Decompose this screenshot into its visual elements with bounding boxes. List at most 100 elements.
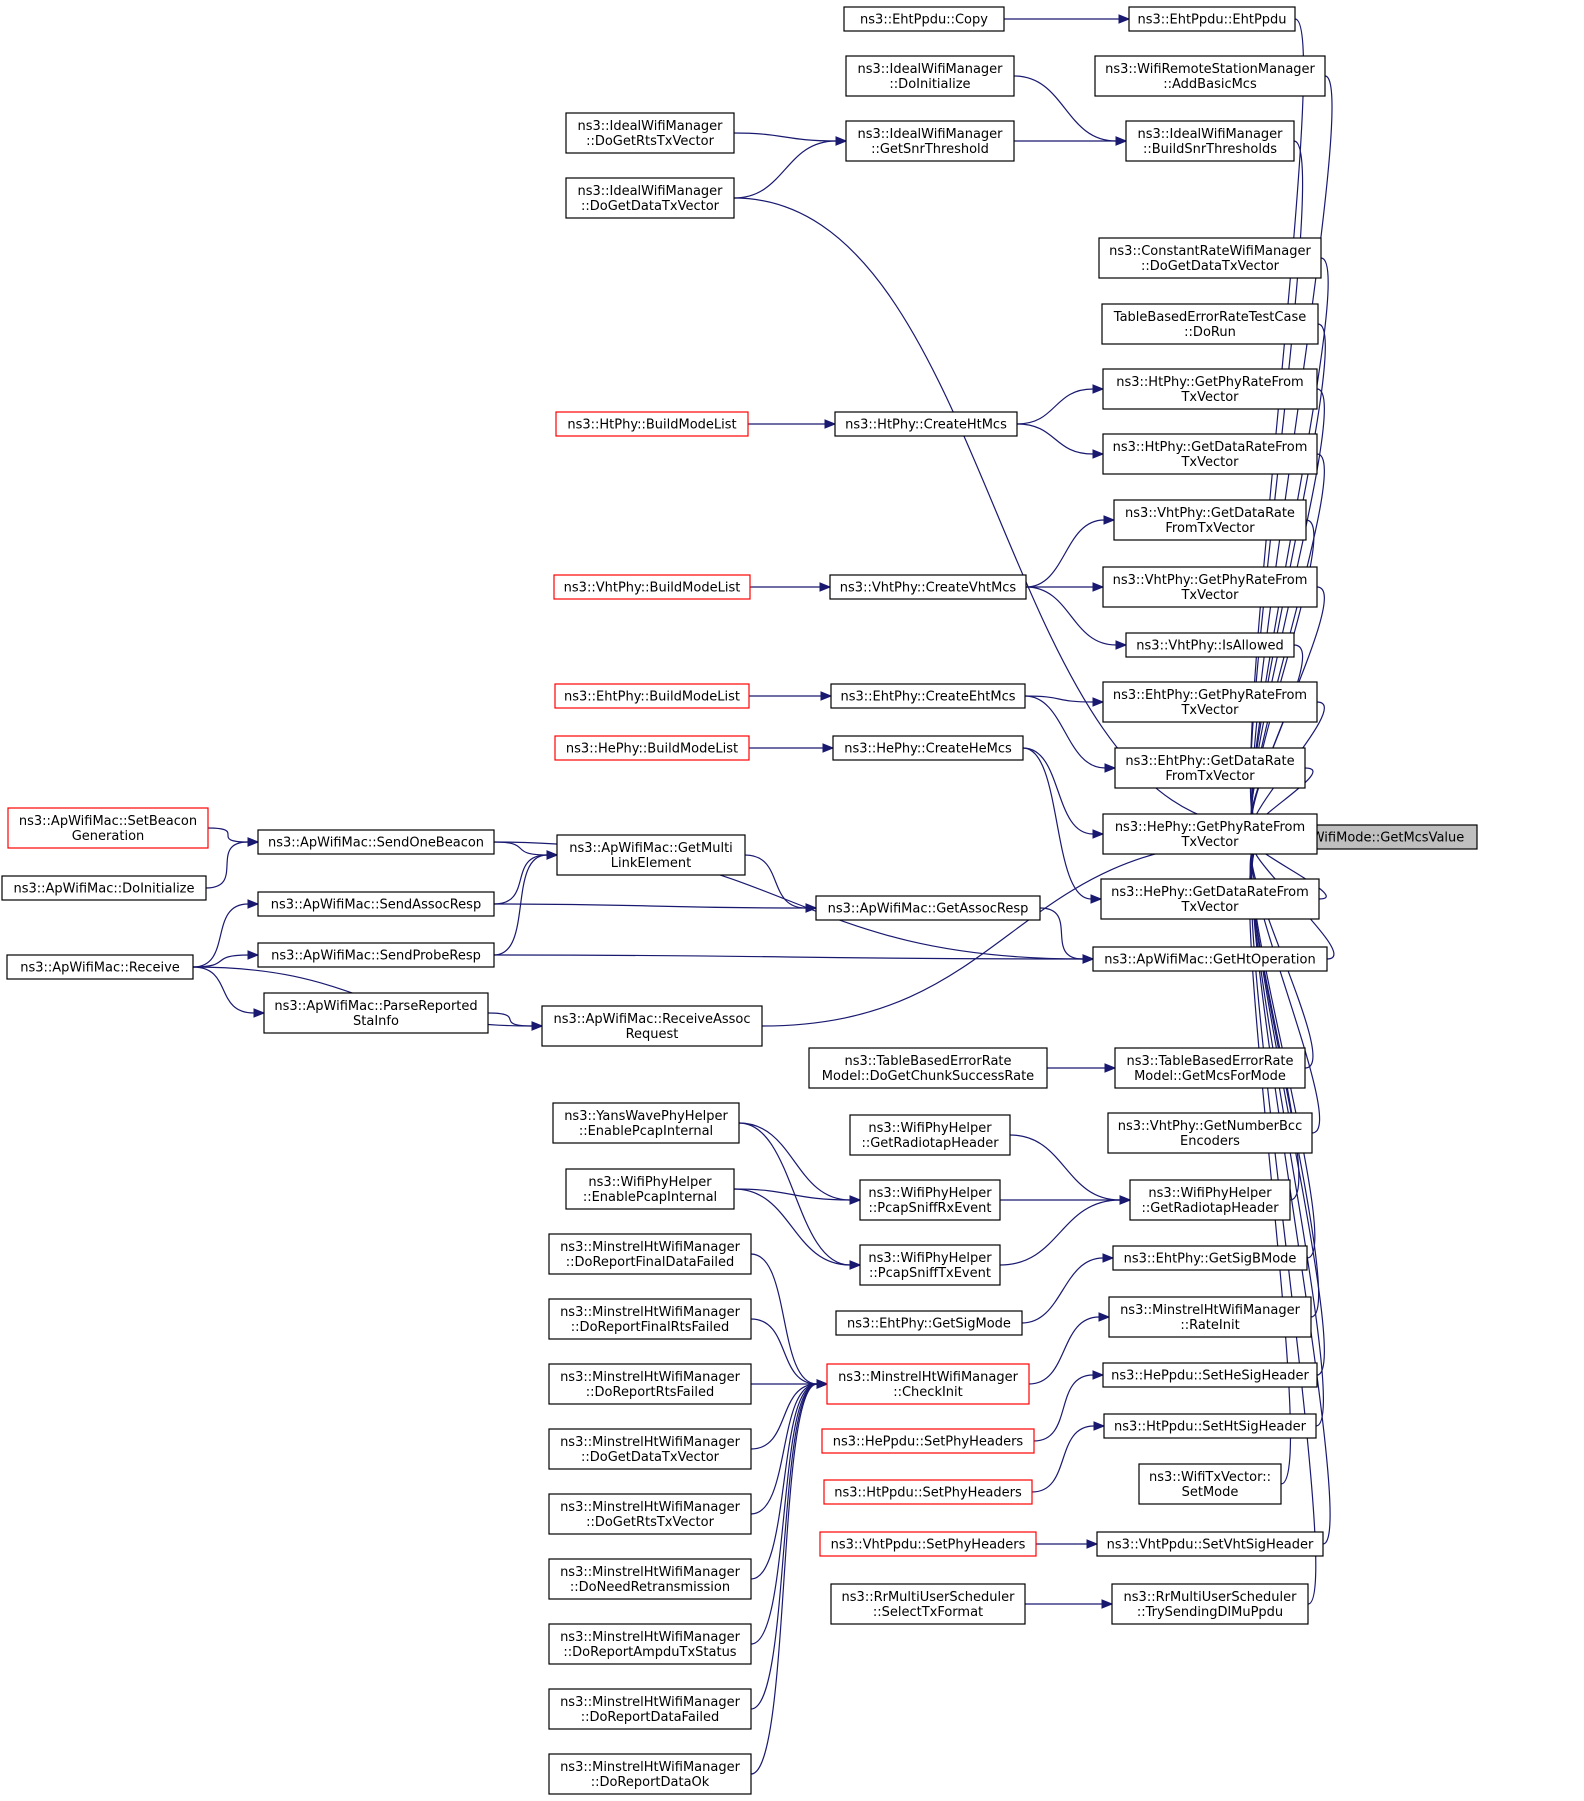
node-label: ns3::MinstrelHtWifiManager (560, 1630, 741, 1645)
node-mampdu[interactable]: ns3::MinstrelHtWifiManager::DoReportAmpd… (548, 1623, 752, 1665)
node-getassoc[interactable]: ns3::ApWifiMac::GetAssocResp (815, 895, 1041, 921)
node-ehtppdu[interactable]: ns3::EhtPpdu::EhtPpdu (1128, 6, 1296, 32)
node-label: ::GetSnrThreshold (871, 142, 989, 157)
node-tbchunk[interactable]: ns3::TableBasedErrorRateModel::DoGetChun… (808, 1047, 1048, 1089)
node-label: ns3::ApWifiMac::GetAssocResp (828, 902, 1029, 917)
node-sendprobe[interactable]: ns3::ApWifiMac::SendProbeResp (257, 942, 495, 968)
node-htbuild[interactable]: ns3::HtPhy::BuildModeList (555, 411, 749, 437)
node-rxevent[interactable]: ns3::WifiPhyHelper::PcapSniffRxEvent (859, 1179, 1001, 1221)
node-hebuild[interactable]: ns3::HePhy::BuildModeList (554, 735, 750, 761)
node-isnr[interactable]: ns3::IdealWifiManager::GetSnrThreshold (845, 120, 1015, 162)
node-yans[interactable]: ns3::YansWavePhyHelper::EnablePcapIntern… (552, 1102, 740, 1144)
node-label: Model::GetMcsForMode (1134, 1069, 1286, 1084)
edge-tbchunk-to-tbmcs (1046, 1063, 1117, 1073)
node-crdata[interactable]: ns3::ConstantRateWifiManager::DoGetDataT… (1098, 237, 1322, 279)
node-label: ns3::HePpdu::SetHeSigHeader (1111, 1369, 1309, 1384)
node-mrts[interactable]: ns3::MinstrelHtWifiManager::DoGetRtsTxVe… (548, 1493, 752, 1535)
node-tberun[interactable]: TableBasedErrorRateTestCase::DoRun (1101, 303, 1319, 345)
node-label: ns3::ApWifiMac::DoInitialize (13, 882, 194, 897)
node-vhtcreate[interactable]: ns3::VhtPhy::CreateVhtMcs (829, 574, 1027, 600)
node-box (553, 574, 751, 600)
node-htphyhdrs[interactable]: ns3::HtPpdu::SetPhyHeaders (823, 1479, 1033, 1505)
node-mdatafailed[interactable]: ns3::MinstrelHtWifiManager::DoReportData… (548, 1688, 752, 1730)
node-addbasic[interactable]: ns3::WifiRemoteStationManager::AddBasicM… (1094, 55, 1326, 97)
node-rrselect[interactable]: ns3::RrMultiUserScheduler::SelectTxForma… (830, 1583, 1026, 1625)
node-box (1138, 1463, 1282, 1505)
edge-irts-to-isnr (733, 132, 848, 146)
node-ehtcopy[interactable]: ns3::EhtPpdu::Copy (843, 6, 1005, 32)
node-wphpcap[interactable]: ns3::WifiPhyHelper::EnablePcapInternal (565, 1168, 735, 1210)
node-ehtsig[interactable]: ns3::EhtPhy::GetSigMode (835, 1310, 1023, 1336)
node-sendassoc[interactable]: ns3::ApWifiMac::SendAssocResp (257, 891, 495, 917)
node-ehtsigb[interactable]: ns3::EhtPhy::GetSigBMode (1112, 1245, 1308, 1271)
node-rrtry[interactable]: ns3::RrMultiUserScheduler::TrySendingDlM… (1111, 1583, 1309, 1625)
node-vhtallowed[interactable]: ns3::VhtPhy::IsAllowed (1125, 632, 1295, 658)
node-vhtbuild[interactable]: ns3::VhtPhy::BuildModeList (553, 574, 751, 600)
node-ehtcreate[interactable]: ns3::EhtPhy::CreateEhtMcs (830, 683, 1026, 709)
node-label: ns3::IdealWifiManager (857, 62, 1003, 77)
node-label: ns3::ApWifiMac::Receive (20, 961, 180, 976)
node-ibuild[interactable]: ns3::IdealWifiManager::BuildSnrThreshold… (1125, 120, 1295, 162)
node-htsighdr[interactable]: ns3::HtPpdu::SetHtSigHeader (1103, 1413, 1317, 1439)
node-mretrans[interactable]: ns3::MinstrelHtWifiManager::DoNeedRetran… (548, 1558, 752, 1600)
node-wphradio2[interactable]: ns3::WifiPhyHelper::GetRadiotapHeader (1129, 1179, 1291, 1221)
node-box (830, 683, 1026, 709)
node-idata[interactable]: ns3::IdealWifiManager::DoGetDataTxVector (565, 177, 735, 219)
edge-vhtphyhdrs-to-vhtsighdr (1036, 1539, 1099, 1549)
node-mfinaldata[interactable]: ns3::MinstrelHtWifiManager::DoReportFina… (548, 1233, 752, 1275)
node-label: ::TrySendingDlMuPpdu (1137, 1605, 1283, 1620)
node-box (1102, 368, 1318, 410)
node-txvecset[interactable]: ns3::WifiTxVector::SetMode (1138, 1463, 1282, 1505)
node-txevent[interactable]: ns3::WifiPhyHelper::PcapSniffTxEvent (859, 1244, 1001, 1286)
edge-apdoinit-to-sendone (205, 837, 260, 889)
edge-receive-to-parse (192, 966, 266, 1018)
node-box (548, 1688, 752, 1730)
node-htop[interactable]: ns3::ApWifiMac::GetHtOperation (1092, 946, 1328, 972)
node-wphradio1[interactable]: ns3::WifiPhyHelper::GetRadiotapHeader (849, 1114, 1011, 1156)
node-box (1114, 1047, 1306, 1089)
node-box (823, 1479, 1033, 1505)
node-mdataok[interactable]: ns3::MinstrelHtWifiManager::DoReportData… (548, 1753, 752, 1795)
node-idoinit[interactable]: ns3::IdealWifiManager::DoInitialize (845, 55, 1015, 97)
node-mrtsfailed[interactable]: ns3::MinstrelHtWifiManager::DoReportRtsF… (548, 1363, 752, 1405)
node-label: ns3::VhtPpdu::SetPhyHeaders (831, 1538, 1026, 1553)
node-hecreate[interactable]: ns3::HePhy::CreateHeMcs (832, 735, 1024, 761)
node-mfinalrts[interactable]: ns3::MinstrelHtWifiManager::DoReportFina… (548, 1298, 752, 1340)
node-label: ns3::WifiPhyHelper (1148, 1186, 1272, 1201)
node-label: ns3::ApWifiMac::SetBeacon (19, 814, 197, 829)
node-label: ns3::HtPhy::GetPhyRateFrom (1116, 375, 1303, 390)
node-ehtbuild[interactable]: ns3::EhtPhy::BuildModeList (554, 683, 750, 709)
node-hephyhdrs[interactable]: ns3::HePpdu::SetPhyHeaders (821, 1428, 1035, 1454)
node-irts[interactable]: ns3::IdealWifiManager::DoGetRtsTxVector (565, 112, 735, 154)
node-box (7, 807, 209, 849)
node-apdoinit[interactable]: ns3::ApWifiMac::DoInitialize (1, 875, 207, 901)
node-label: ::RateInit (1180, 1318, 1239, 1333)
node-vhtphyhdrs[interactable]: ns3::VhtPpdu::SetPhyHeaders (819, 1531, 1037, 1557)
node-vhtsighdr[interactable]: ns3::VhtPpdu::SetVhtSigHeader (1096, 1531, 1324, 1557)
node-mcheck[interactable]: ns3::MinstrelHtWifiManager::CheckInit (826, 1363, 1030, 1405)
node-sendone[interactable]: ns3::ApWifiMac::SendOneBeacon (257, 829, 495, 855)
edge-vhtbuild-to-vhtcreate (750, 582, 832, 592)
node-mrateinit[interactable]: ns3::MinstrelHtWifiManager::RateInit (1108, 1296, 1312, 1338)
node-label: ns3::HePhy::GetDataRateFrom (1111, 885, 1309, 900)
node-receive[interactable]: ns3::ApWifiMac::Receive (6, 954, 194, 980)
node-box (859, 1244, 1001, 1286)
node-hesighdr[interactable]: ns3::HePpdu::SetHeSigHeader (1102, 1362, 1318, 1388)
node-mdata[interactable]: ns3::MinstrelHtWifiManager::DoGetDataTxV… (548, 1428, 752, 1470)
node-tbmcs[interactable]: ns3::TableBasedErrorRateModel::GetMcsFor… (1114, 1047, 1306, 1089)
node-htcreate[interactable]: ns3::HtPhy::CreateHtMcs (834, 411, 1018, 437)
node-label: ns3::WifiMode::GetMcsValue (1280, 831, 1465, 846)
